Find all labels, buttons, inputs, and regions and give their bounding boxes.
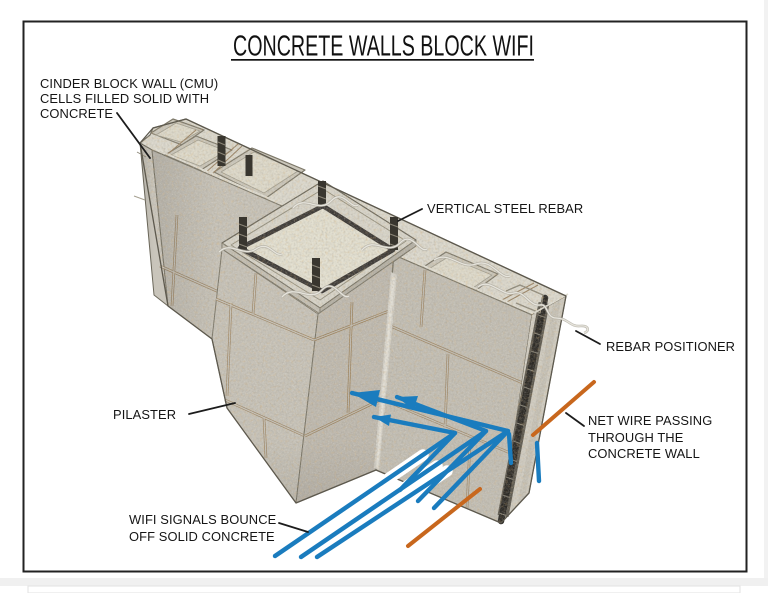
svg-text:NET WIRE PASSING: NET WIRE PASSING bbox=[588, 413, 712, 428]
svg-text:WIFI SIGNALS BOUNCE: WIFI SIGNALS BOUNCE bbox=[129, 512, 277, 527]
svg-text:CONCRETE WALLS BLOCK WIFI: CONCRETE WALLS BLOCK WIFI bbox=[233, 30, 534, 62]
svg-text:VERTICAL STEEL REBAR: VERTICAL STEEL REBAR bbox=[427, 201, 583, 216]
svg-text:CINDER BLOCK WALL (CMU): CINDER BLOCK WALL (CMU) bbox=[40, 76, 218, 91]
svg-text:OFF SOLID CONCRETE: OFF SOLID CONCRETE bbox=[129, 529, 275, 544]
svg-text:CELLS FILLED SOLID WITH: CELLS FILLED SOLID WITH bbox=[40, 91, 209, 106]
svg-text:CONCRETE: CONCRETE bbox=[40, 106, 113, 121]
svg-text:REBAR POSITIONER: REBAR POSITIONER bbox=[606, 339, 735, 354]
svg-text:THROUGH THE: THROUGH THE bbox=[588, 430, 684, 445]
svg-text:CONCRETE WALL: CONCRETE WALL bbox=[588, 446, 700, 461]
svg-text:PILASTER: PILASTER bbox=[113, 407, 176, 422]
